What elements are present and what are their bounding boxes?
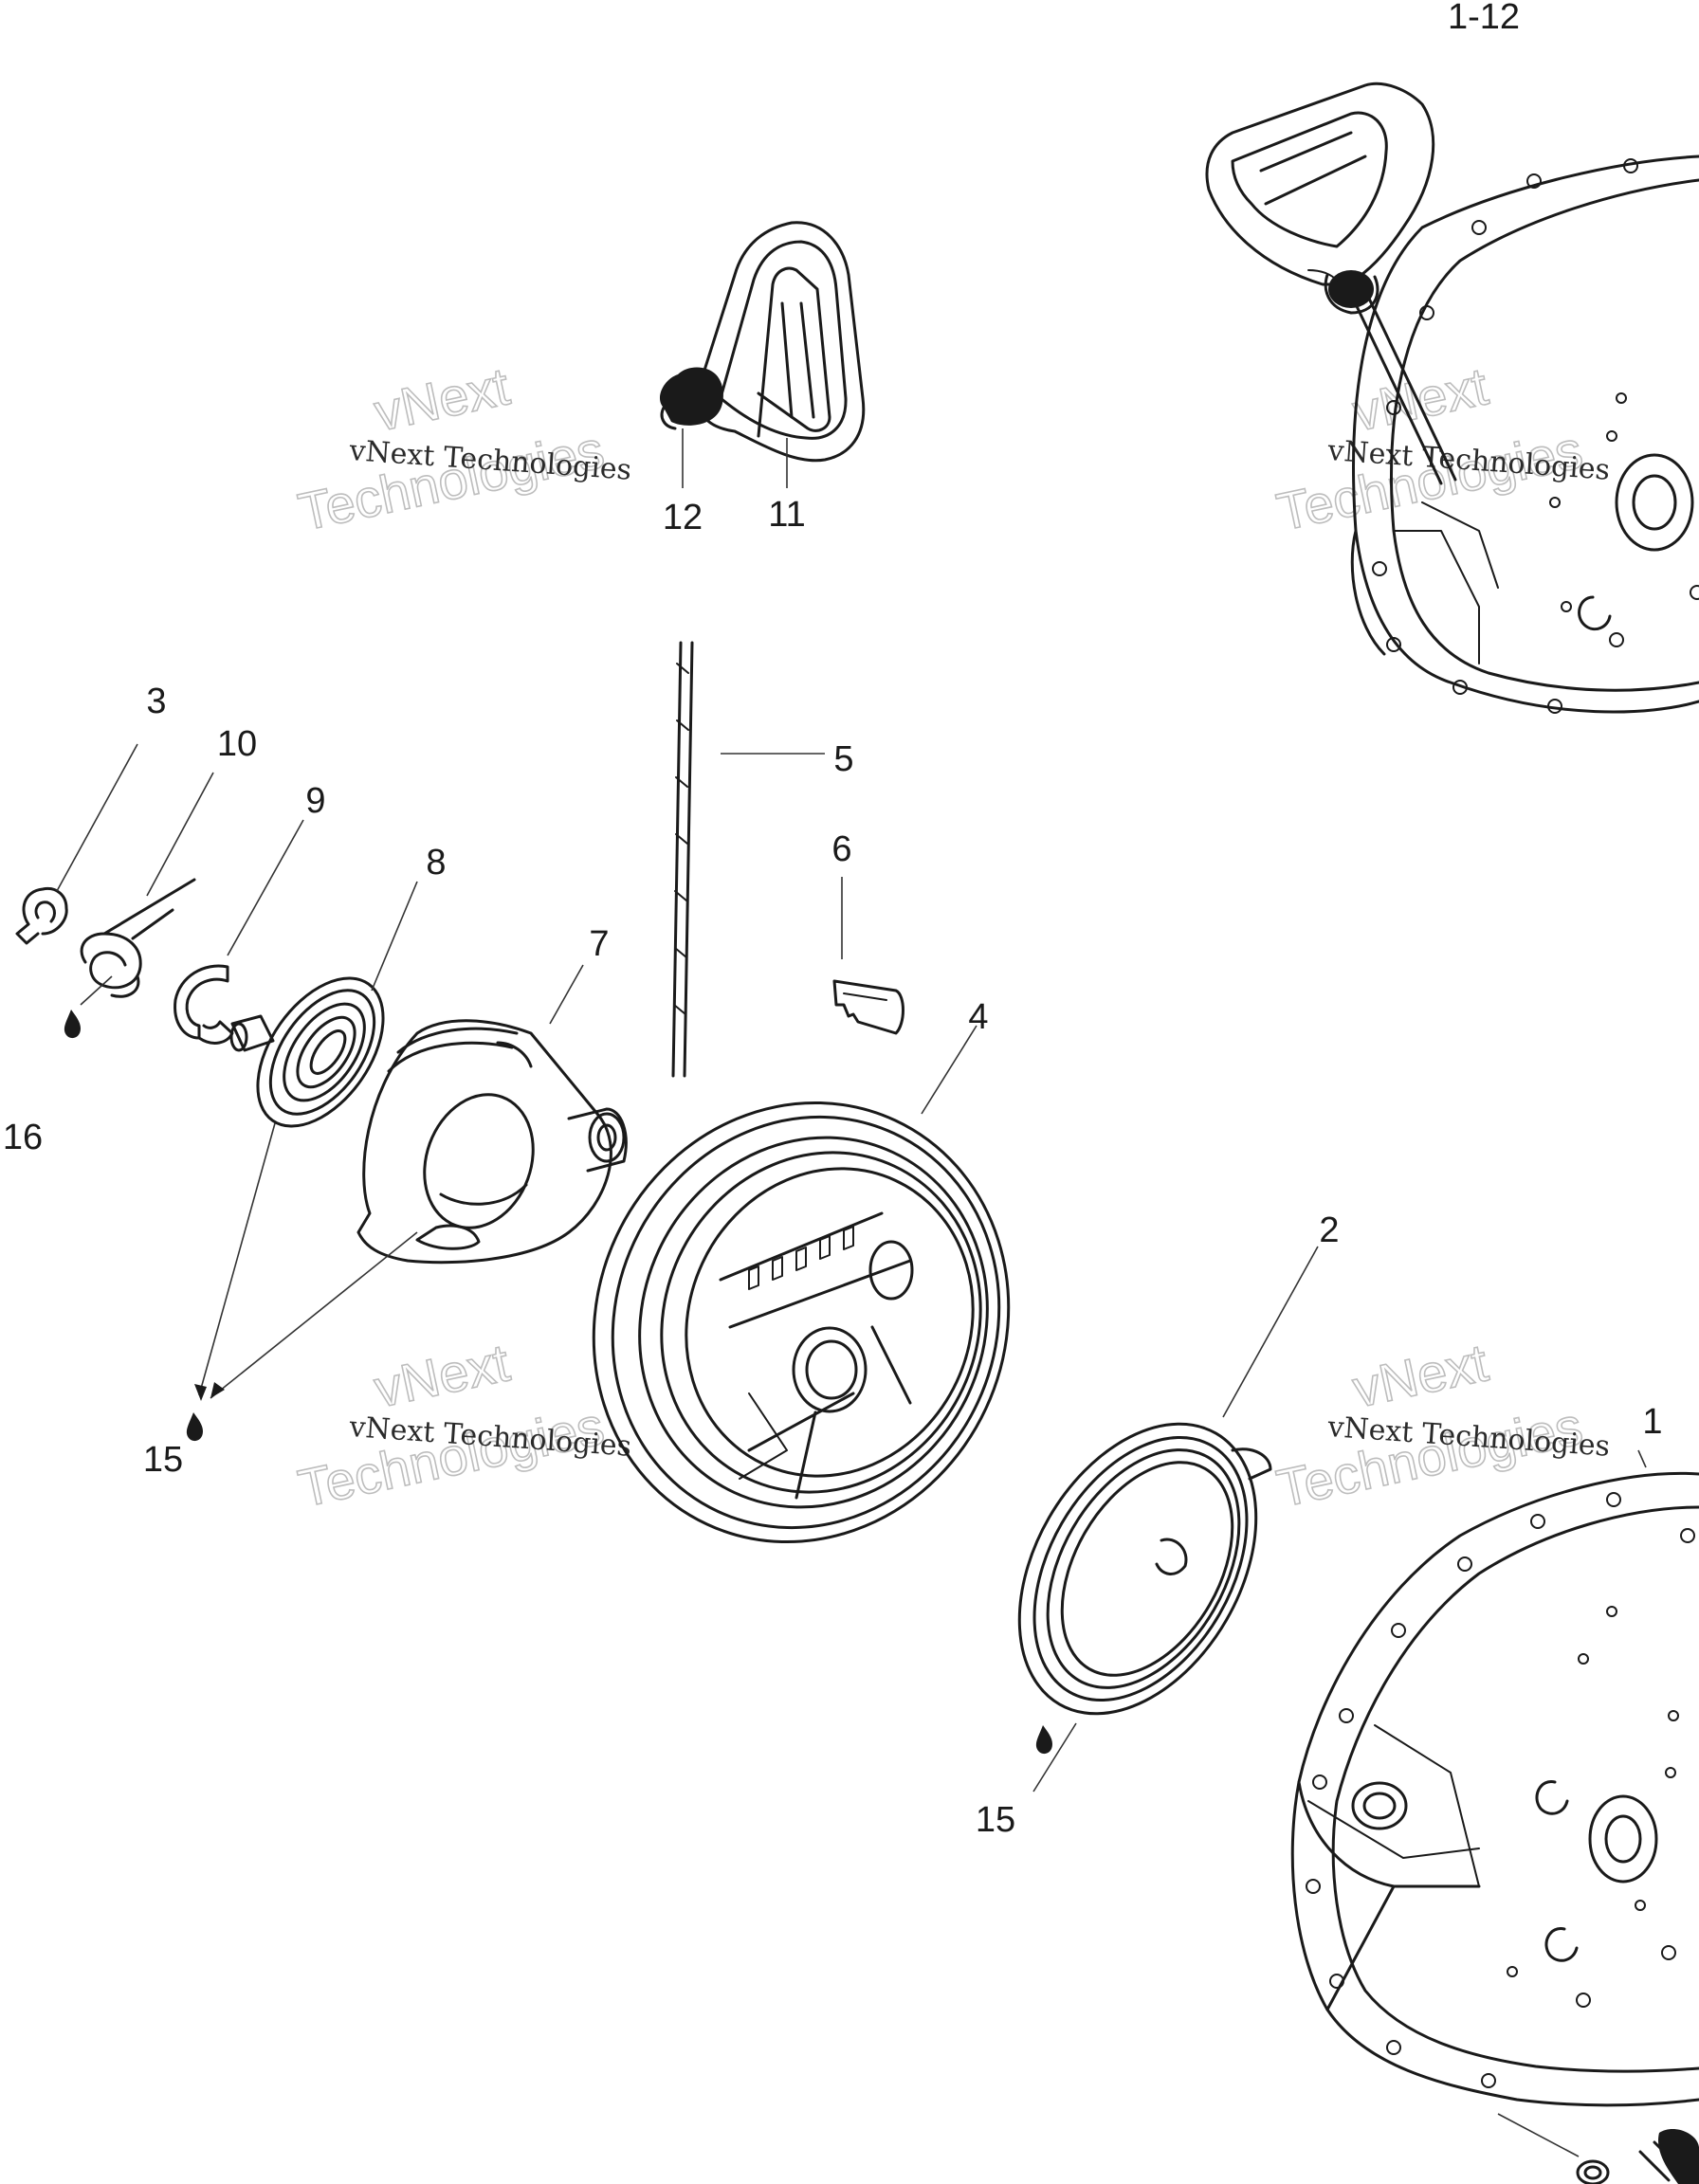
watermark-group-3: vNext Technologies vNext Technologies (293, 1331, 633, 1519)
leader-15a-1 (198, 1122, 276, 1396)
starter-rope (671, 641, 694, 1078)
recoil-spring (229, 976, 385, 1128)
retainer-ring (174, 964, 234, 1045)
starter-pawl (832, 979, 904, 1035)
leader-10 (146, 772, 214, 897)
circlip (15, 886, 68, 945)
lubricant-drop-16 (64, 1010, 81, 1039)
spring-cover (356, 1019, 628, 1265)
callout-6: 6 (831, 829, 851, 869)
leader-8 (371, 881, 418, 992)
callout-7: 7 (589, 924, 609, 964)
starter-handle (696, 221, 866, 463)
arrowhead-15a-2 (210, 1382, 225, 1398)
callout-1-12: 1-12 (1448, 0, 1520, 37)
callout-12: 12 (663, 498, 703, 537)
callout-2: 2 (1319, 1210, 1339, 1250)
leader-bolt (1497, 2113, 1580, 2157)
starter-assembly-complete (1205, 82, 1699, 714)
callout-9: 9 (305, 781, 325, 821)
callout-5: 5 (833, 739, 853, 779)
leader-16 (80, 975, 113, 1006)
arrowhead-15a-1 (194, 1384, 207, 1401)
callout-8: 8 (426, 843, 446, 883)
leader-1 (1637, 1449, 1647, 1468)
leader-7 (549, 964, 584, 1025)
callout-4: 4 (968, 997, 988, 1037)
watermark-group-1: vNext Technologies vNext Technologies (293, 355, 633, 542)
rope-pulley (592, 1101, 1011, 1544)
rewind-spring (1017, 1422, 1272, 1716)
handle-insert (659, 367, 723, 430)
watermark-big-4a: vNext (1347, 1332, 1493, 1418)
watermark-big-1a: vNext (369, 355, 515, 442)
watermark-big-3a: vNext (369, 1332, 515, 1418)
callout-10: 10 (217, 724, 257, 764)
lubricant-drop-15a (186, 1412, 203, 1442)
callout-11: 11 (768, 495, 805, 535)
callout-16: 16 (3, 1118, 43, 1157)
leader-9 (227, 819, 304, 956)
leader-15a-2 (210, 1231, 418, 1399)
callout-15-left: 15 (143, 1440, 183, 1480)
spring-clip (80, 878, 196, 998)
lubricant-drop-15b (1035, 1725, 1052, 1755)
callout-15-right: 15 (976, 1800, 1015, 1840)
callout-1: 1 (1642, 1402, 1662, 1442)
mounting-bolt (1576, 2128, 1699, 2184)
leader-2 (1222, 1246, 1319, 1418)
callout-3: 3 (146, 682, 166, 721)
leader-4 (921, 1025, 977, 1115)
watermark-group-4: vNext Technologies vNext Technologies (1271, 1331, 1612, 1519)
watermark-big-2a: vNext (1347, 355, 1493, 442)
leader-15b (1032, 1722, 1077, 1793)
starter-housing (1290, 1471, 1699, 2107)
leader-3 (56, 743, 138, 892)
